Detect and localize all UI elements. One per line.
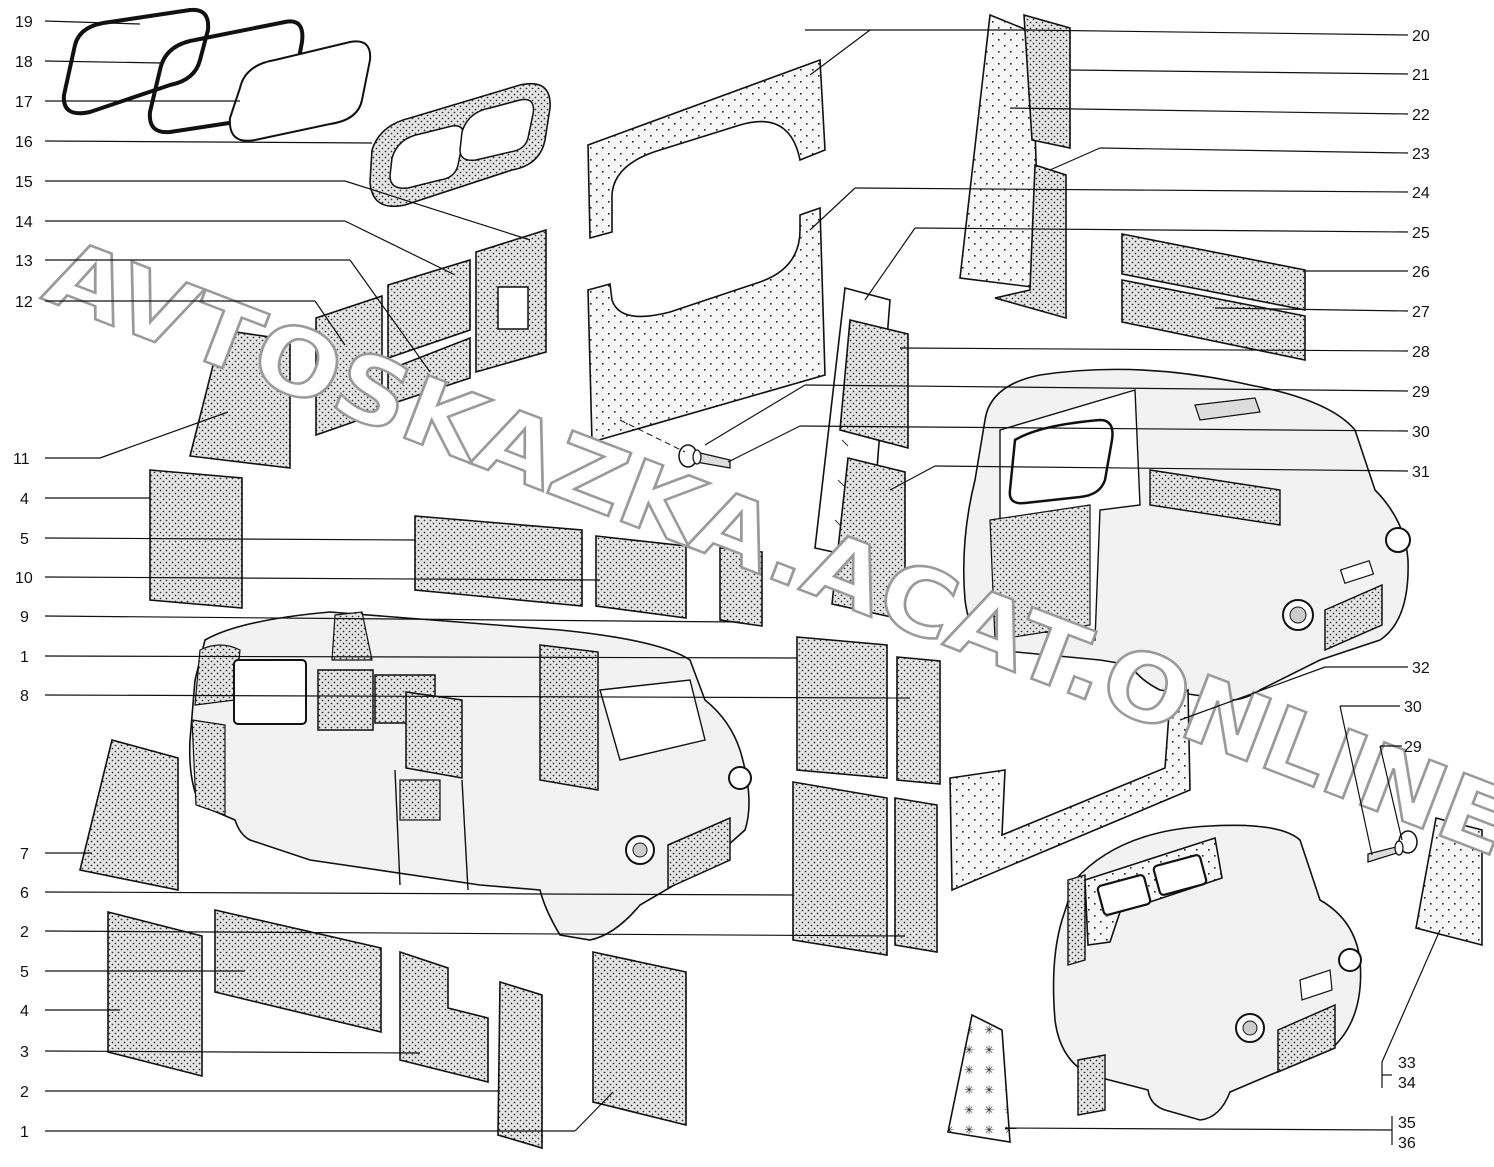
callout-9: 9 (20, 609, 29, 626)
panel-12 (315, 294, 383, 437)
panel-3 (399, 950, 489, 1084)
callout-13: 13 (15, 253, 33, 270)
callout-31: 31 (1412, 464, 1430, 481)
panel-11 (189, 329, 291, 469)
callout-17: 17 (15, 94, 33, 111)
panel-2-middle (894, 797, 938, 953)
callout-14: 14 (15, 214, 33, 231)
callout-35: 35 (1398, 1115, 1416, 1132)
callout-21: 21 (1412, 67, 1430, 84)
callout-20: 20 (1412, 28, 1430, 45)
window-seal-17 (228, 40, 372, 142)
pillar-panel-23 (994, 163, 1067, 320)
callout-18: 18 (15, 54, 33, 71)
panel-8 (896, 656, 941, 785)
callout-27: 27 (1412, 304, 1430, 321)
cab-lower-right (1052, 824, 1362, 1121)
window-frame-16 (369, 83, 551, 207)
callout-4-lower: 4 (20, 1003, 29, 1020)
panel-10 (595, 535, 687, 619)
panel-28 (839, 319, 909, 450)
callout-28: 28 (1412, 344, 1430, 361)
panel-5-upper (414, 515, 583, 607)
panel-5-lower (214, 908, 382, 1034)
callout-36: 36 (1398, 1135, 1416, 1152)
callout-6: 6 (20, 885, 29, 902)
callout-2-upper: 2 (20, 924, 29, 941)
panel-7 (79, 739, 179, 891)
callout-7: 7 (20, 846, 29, 863)
roof-panel-20 (587, 58, 826, 240)
callout-8: 8 (20, 688, 29, 705)
screw-30-upper (678, 444, 731, 469)
callout-26: 26 (1412, 264, 1430, 281)
panel-15-cutout (497, 286, 529, 330)
panel-26 (1121, 233, 1306, 311)
screw-30-lower (1367, 830, 1418, 863)
assembly-line (619, 419, 686, 453)
callouts-left: 19 18 17 16 15 14 13 12 11 4 5 10 9 1 8 … (13, 14, 33, 1141)
callout-32: 32 (1412, 660, 1430, 677)
callout-33: 33 (1398, 1055, 1416, 1072)
leader-lines-right (704, 29, 1441, 1145)
panel-33-34 (1415, 817, 1483, 947)
callout-30-lower: 30 (1404, 699, 1422, 716)
callout-12: 12 (15, 294, 33, 311)
callout-5-lower: 5 (20, 964, 29, 981)
callouts-right: 20 21 22 23 24 25 26 27 28 29 30 31 32 3… (1398, 28, 1430, 1152)
pillar-panel-21 (1023, 13, 1071, 149)
panel-2-lower (497, 980, 543, 1150)
panel-4-lower (107, 910, 203, 1078)
panel-9 (719, 547, 763, 627)
callout-29-lower: 29 (1404, 739, 1422, 756)
callout-1-upper: 1 (20, 649, 29, 666)
panel-31 (831, 457, 906, 621)
panel-1-lower (592, 951, 687, 1127)
floor-trim-32 (949, 688, 1191, 892)
panel-1-middle (796, 636, 888, 779)
callout-1-lower: 1 (20, 1124, 29, 1141)
callout-19: 19 (15, 14, 33, 31)
roof-panel-24 (587, 206, 826, 444)
window-seal-19 (61, 7, 211, 116)
callout-25: 25 (1412, 225, 1430, 242)
kick-panel-35-36 (947, 1013, 1011, 1143)
callout-3: 3 (20, 1044, 29, 1061)
callout-30-upper: 30 (1412, 424, 1430, 441)
van-body-main (188, 611, 752, 941)
callout-2-lower: 2 (20, 1084, 29, 1101)
callout-24: 24 (1412, 185, 1430, 202)
callout-5-upper: 5 (20, 531, 29, 548)
callout-34: 34 (1398, 1075, 1416, 1092)
callout-15: 15 (15, 174, 33, 191)
callout-11: 11 (13, 451, 30, 468)
callout-23: 23 (1412, 146, 1430, 163)
callout-4-upper: 4 (20, 491, 29, 508)
callout-29-upper: 29 (1412, 384, 1430, 401)
leader-lines-left (44, 20, 911, 1132)
callout-10: 10 (15, 570, 33, 587)
panel-6 (792, 781, 888, 956)
callout-22: 22 (1412, 107, 1430, 124)
panel-27 (1121, 279, 1306, 361)
callout-16: 16 (15, 134, 33, 151)
cab-upper-right (962, 368, 1411, 701)
